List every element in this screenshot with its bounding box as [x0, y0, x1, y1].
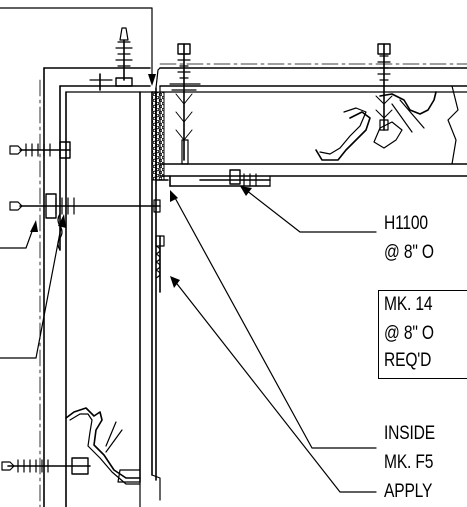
callout-apply-note: APPLY [384, 481, 433, 502]
screw-corner-vertical [155, 235, 165, 293]
callout-inside-trim: INSIDE [384, 423, 435, 444]
roof-purlin [315, 85, 459, 165]
screw-left-upper [9, 141, 71, 159]
screw-top-right [375, 43, 393, 131]
screw-left-middle [9, 193, 161, 251]
mark-callout-box [378, 290, 467, 379]
screw-left-lower [1, 457, 91, 475]
callout-trim-mark: MK. F5 [384, 452, 434, 473]
callout-mark-line3: REQ'D [384, 350, 432, 371]
callout-mark-line1: MK. 14 [384, 294, 433, 315]
screw-top-left [89, 27, 133, 91]
screw-top-center [169, 43, 201, 165]
callout-fastener: H1100 [384, 213, 428, 234]
vertical-wall-panel [39, 67, 161, 507]
wall-girt [65, 407, 141, 485]
callout-fastener-spacing: @ 8" O [384, 242, 434, 263]
arrowheads [30, 74, 252, 288]
horizontal-roof-panel [159, 63, 467, 187]
leader-lines [0, 7, 377, 493]
corner-trim [151, 67, 169, 181]
screw-horizontal-flange [199, 169, 271, 187]
callout-mark-line2: @ 8" O [384, 323, 434, 344]
